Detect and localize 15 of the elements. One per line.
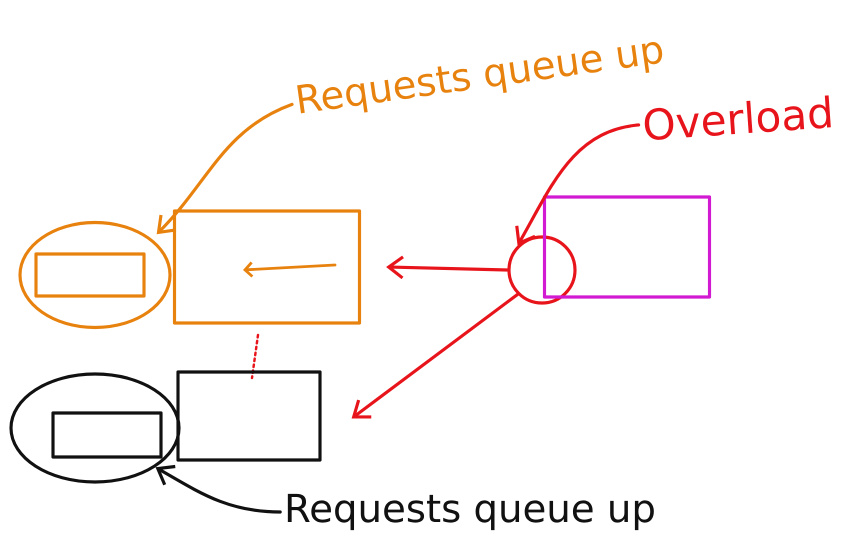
overload-circle	[507, 235, 577, 305]
handwritten-label: Requests queue up	[288, 494, 654, 530]
buffer-rectangle	[34, 252, 146, 298]
handwritten-label: Overload	[644, 95, 831, 140]
queue-ellipse	[18, 220, 172, 330]
arrow	[352, 292, 520, 419]
server-box	[172, 209, 362, 325]
server-box	[176, 370, 322, 462]
server-box	[542, 195, 712, 299]
arrow	[156, 102, 294, 234]
arrow	[515, 123, 640, 246]
arrow	[386, 256, 509, 280]
arrow	[156, 464, 282, 514]
buffer-rectangle	[51, 411, 163, 459]
queue-ellipse	[9, 372, 181, 484]
